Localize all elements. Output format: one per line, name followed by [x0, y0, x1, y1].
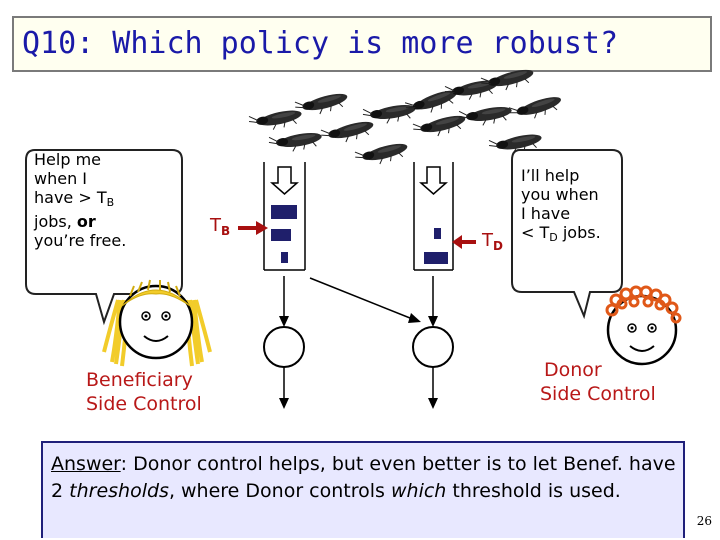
job-block: [434, 228, 441, 239]
beneficiary-speech-line: Help me: [34, 150, 101, 169]
slide-title: Q10: Which policy is more robust?: [22, 26, 619, 61]
donor-speech-bubble: [511, 149, 623, 320]
answer-box: Answer: Donor control helps, but even be…: [41, 441, 685, 538]
donor-threshold-arrow: [452, 235, 476, 249]
donor-threshold-label: TD: [482, 230, 503, 253]
job-block: [281, 252, 288, 263]
beneficiary-arrival-arrow: [270, 166, 299, 195]
beneficiary-speech-bubble: [25, 149, 183, 326]
job-block: [271, 229, 291, 241]
job-block: [271, 205, 297, 219]
job-block: [424, 252, 448, 264]
donor-arrival-arrow: [419, 166, 448, 195]
beneficiary-queue: [263, 162, 306, 271]
beneficiary-role-label: Beneficiary Side Control: [86, 368, 202, 416]
donor-helps-arrow: [309, 277, 421, 323]
donor-speech-line: I’ll help: [521, 166, 580, 185]
donor-face: [605, 285, 682, 366]
donor-speech-line: < TD jobs.: [521, 223, 601, 244]
beneficiary-role-line2: Side Control: [86, 393, 202, 415]
beneficiary-speech-line: you’re free.: [34, 231, 127, 250]
beneficiary-face: [102, 279, 212, 367]
title-box: Q10: Which policy is more robust?: [12, 16, 712, 72]
page-number: 26: [696, 514, 712, 528]
donor-speech-line: you when: [521, 185, 599, 204]
beneficiary-threshold-arrow: [238, 221, 268, 235]
donor-role-label: Donor Side Control: [540, 358, 656, 406]
donor-speech-text: I’ll help you when I have < TD jobs.: [521, 166, 601, 247]
beneficiary-role-line1: Beneficiary: [86, 369, 193, 391]
beneficiary-threshold-label: TB: [210, 215, 231, 238]
answer-text: Answer: Donor control helps, but even be…: [51, 453, 676, 502]
beneficiary-speech-text: Help me when I have > TB jobs, or you’re…: [34, 150, 126, 250]
donor-queue: [413, 162, 454, 271]
beneficiary-speech-line: jobs, or: [34, 212, 96, 231]
donor-role-line2: Side Control: [540, 383, 656, 405]
answer-label: Answer: [51, 453, 121, 475]
beneficiary-speech-line: when I: [34, 169, 88, 188]
beneficiary-speech-line: have > TB: [34, 188, 115, 209]
donor-speech-line: I have: [521, 204, 571, 223]
donor-role-line1: Donor: [544, 359, 602, 381]
beneficiary-server: [263, 276, 305, 409]
donor-server: [412, 276, 454, 409]
